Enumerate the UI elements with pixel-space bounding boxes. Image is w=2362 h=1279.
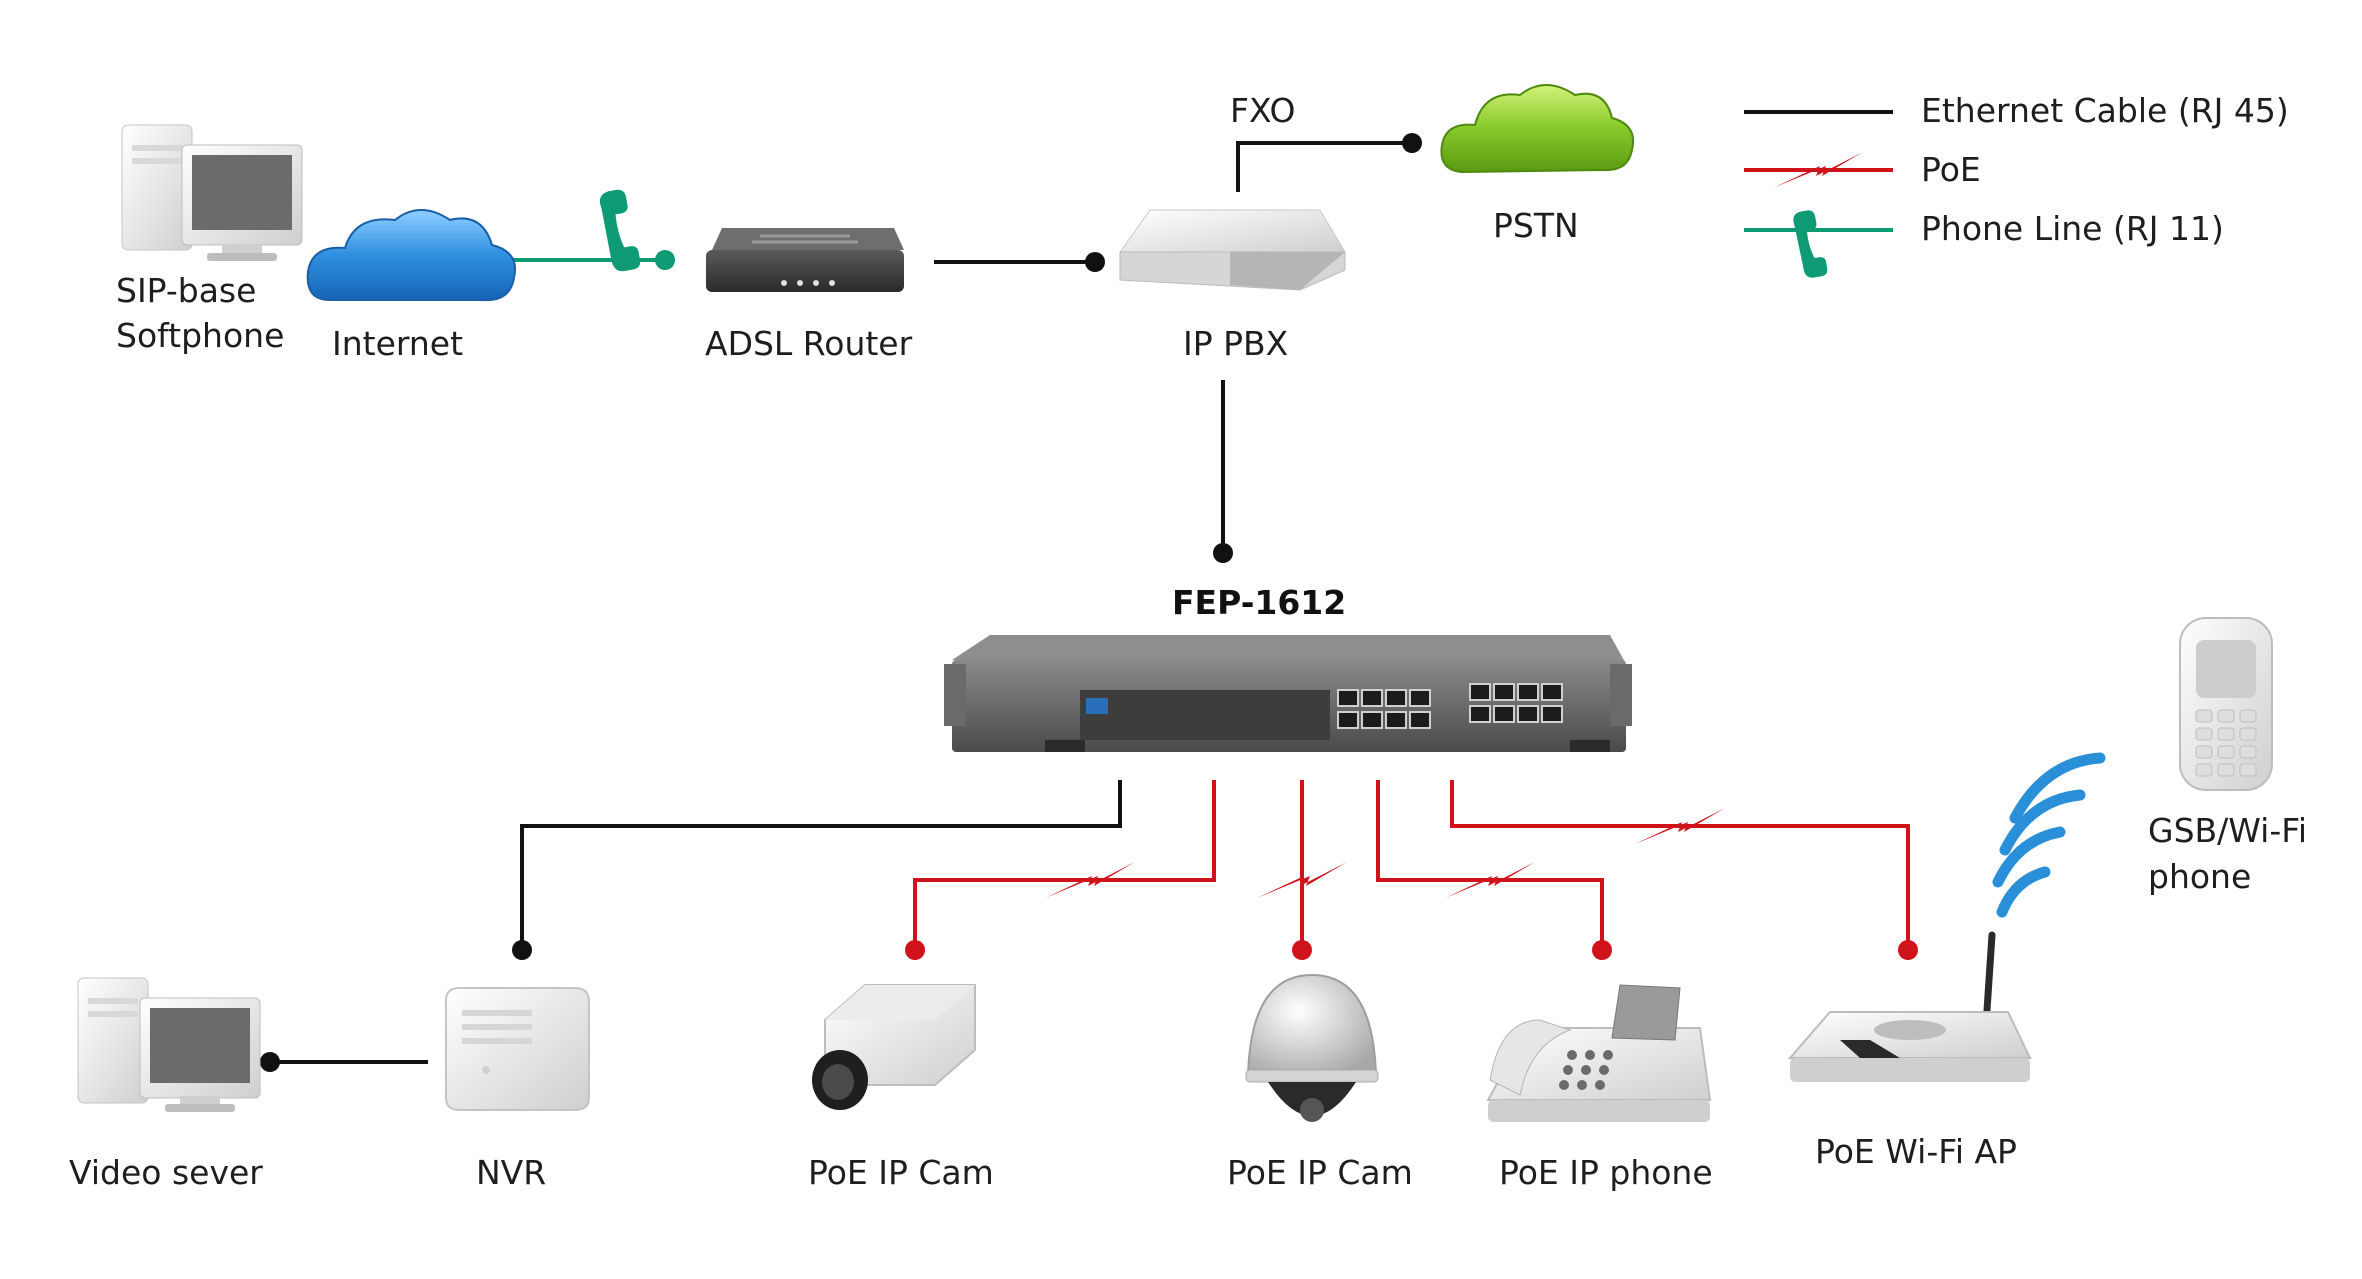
- poe-ip-cam-box-label: PoE IP Cam: [808, 1153, 994, 1192]
- mobile-phone-icon: [2179, 617, 2273, 791]
- legend-ethernet: Ethernet Cable (RJ 45): [1921, 91, 2289, 130]
- internet-label: Internet: [332, 324, 463, 363]
- access-point-icon: [1787, 931, 2032, 1082]
- poe-links: [913, 780, 1910, 950]
- box-camera-icon: [812, 984, 976, 1110]
- poe-endpoints: [905, 940, 1918, 960]
- switch-icon: [944, 635, 1632, 752]
- ip-pbx-label: IP PBX: [1183, 324, 1288, 363]
- video-server-label: Video sever: [69, 1153, 263, 1192]
- switch-label: FEP-1612: [1172, 583, 1346, 622]
- gsb-phone-label-2: phone: [2148, 857, 2251, 896]
- pc-icon: [121, 124, 303, 261]
- legend-phone: Phone Line (RJ 11): [1921, 209, 2224, 248]
- ethernet-endpoints: [260, 133, 1422, 1072]
- nvr-label: NVR: [476, 1153, 546, 1192]
- desk-phone-icon: [1486, 984, 1712, 1122]
- legend: Ethernet Cable (RJ 45) PoE Phone Line (R…: [1744, 91, 2289, 278]
- phone-handset-icon: [599, 189, 641, 272]
- connections: [260, 133, 1918, 1072]
- sip-softphone-label-2: Softphone: [116, 316, 284, 355]
- gsb-phone-label-1: GSB/Wi-Fi: [2148, 811, 2307, 850]
- cloud-icon: [306, 209, 516, 302]
- pbx-icon: [1119, 209, 1346, 291]
- nvr-icon: [445, 987, 590, 1111]
- poe-ip-cam-dome-label: PoE IP Cam: [1227, 1153, 1413, 1192]
- fxo-label: FXO: [1230, 91, 1295, 130]
- cloud-icon: [1440, 84, 1634, 174]
- wifi-waves-icon: [1992, 752, 2106, 918]
- router-icon: [706, 228, 904, 292]
- dome-camera-icon: [1245, 973, 1379, 1122]
- sip-softphone-label-1: SIP-base: [116, 271, 256, 310]
- pstn-label: PSTN: [1493, 206, 1579, 245]
- phone-handset-icon: [1793, 210, 1828, 278]
- poe-wifi-ap-label: PoE Wi-Fi AP: [1815, 1132, 2017, 1171]
- poe-ip-phone-label: PoE IP phone: [1499, 1153, 1713, 1192]
- lightning-icon: [1045, 808, 1725, 898]
- phone-link: [505, 189, 675, 272]
- legend-poe: PoE: [1921, 150, 1981, 189]
- pc-icon: [77, 977, 261, 1112]
- adsl-router-label: ADSL Router: [705, 324, 913, 363]
- ethernet-links: [270, 141, 1412, 1064]
